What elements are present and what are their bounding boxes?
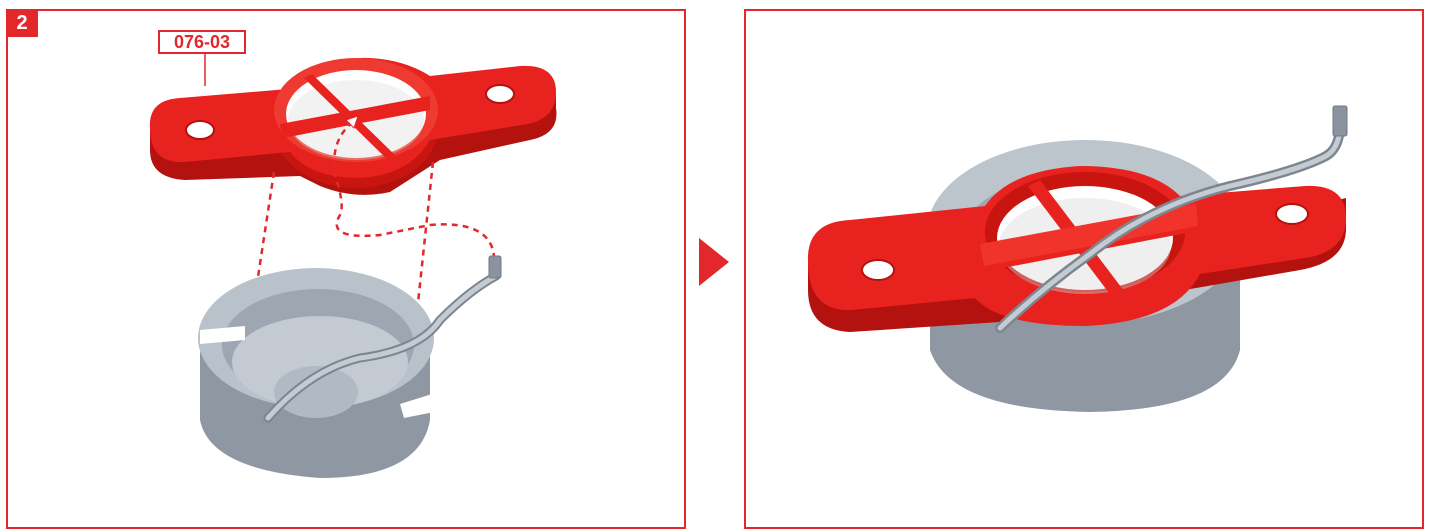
assembly-illustration	[0, 0, 1430, 510]
wire-connector-assembled	[1333, 106, 1347, 136]
wire-connector	[489, 256, 501, 278]
